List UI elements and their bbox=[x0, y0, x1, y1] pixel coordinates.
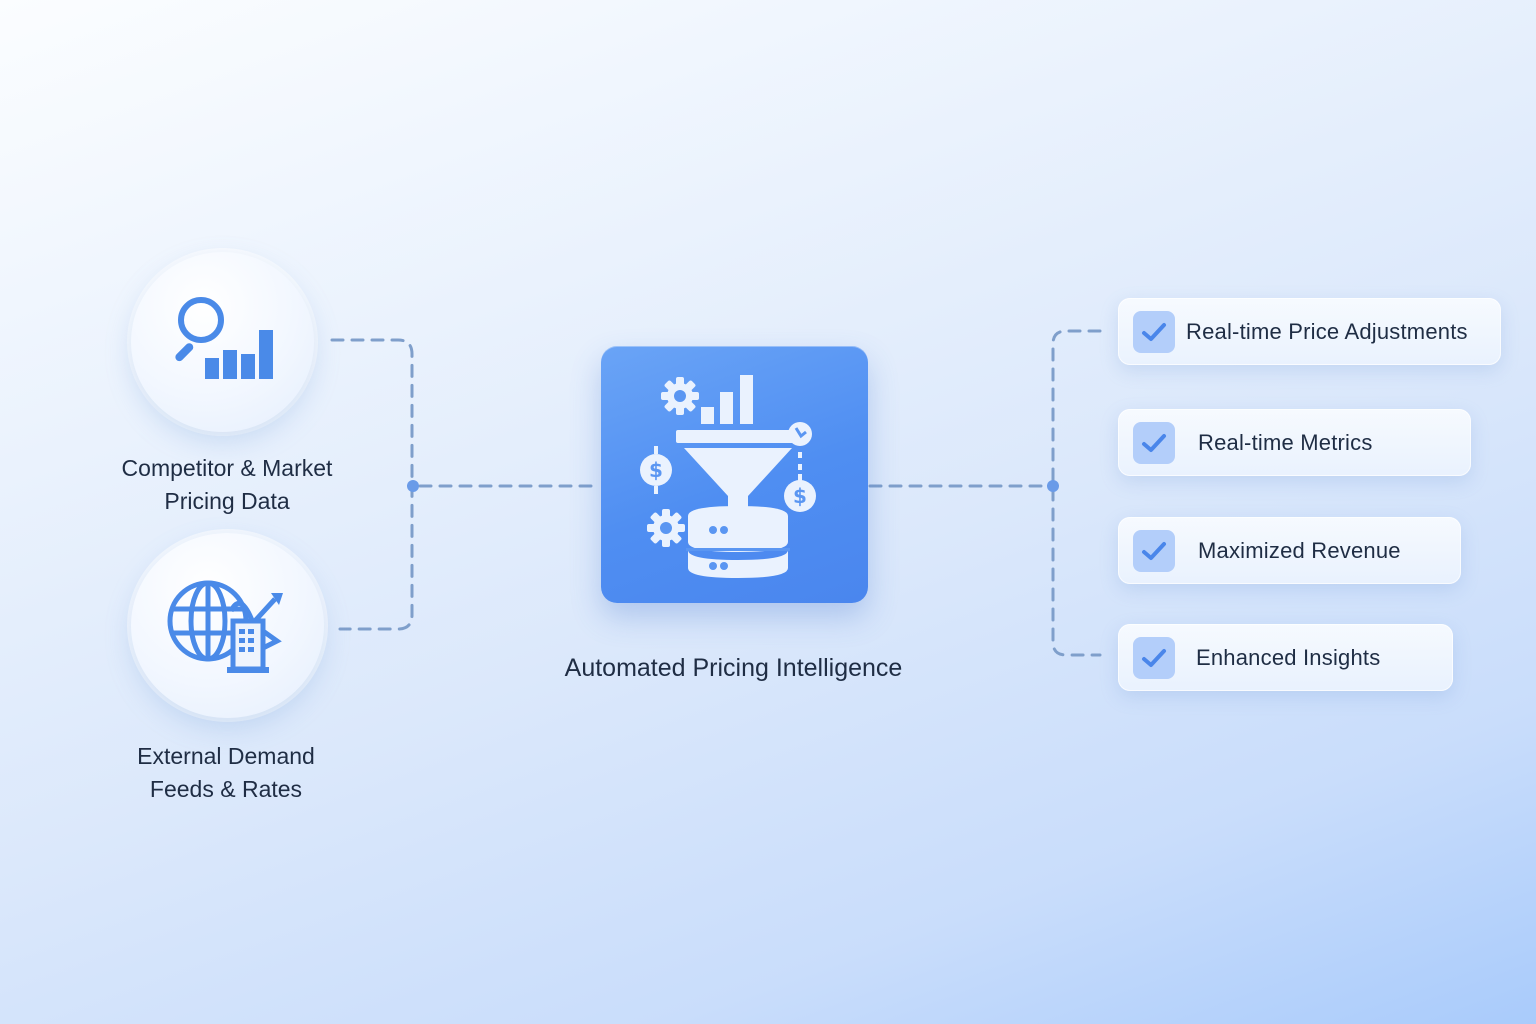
funnel-database-icon: $ $ bbox=[639, 374, 816, 578]
outcome-label: Enhanced Insights bbox=[1196, 644, 1381, 670]
source-label-line: External Demand bbox=[137, 743, 315, 769]
source-external-demand bbox=[131, 533, 324, 718]
gear-icon bbox=[646, 508, 685, 547]
magnifier-bar-chart-icon bbox=[174, 297, 273, 379]
source-label-line: Pricing Data bbox=[164, 488, 290, 514]
checkmark-icon bbox=[1133, 310, 1175, 353]
source-label-line: Competitor & Market bbox=[121, 455, 333, 481]
svg-text:$: $ bbox=[793, 484, 807, 508]
source-label-line: Feeds & Rates bbox=[149, 776, 303, 802]
source-competitor-market bbox=[131, 252, 314, 432]
hub-label: Automated Pricing Intelligence bbox=[564, 654, 903, 682]
left-junction-dot bbox=[407, 480, 419, 492]
outcome-label: Real-time Price Adjustments bbox=[1186, 318, 1468, 344]
outcome-real-time-price-adjustments: Real-time Price Adjustments bbox=[1118, 298, 1501, 365]
source-label-competitor-market: Competitor & Market Pricing Data bbox=[77, 452, 377, 518]
outcome-label: Real-time Metrics bbox=[1198, 429, 1373, 455]
svg-text:$: $ bbox=[649, 458, 663, 482]
outcome-enhanced-insights: Enhanced Insights bbox=[1118, 624, 1453, 691]
outcome-maximized-revenue: Maximized Revenue bbox=[1118, 517, 1461, 584]
gear-icon bbox=[660, 376, 699, 415]
source-label-external-demand: External Demand Feeds & Rates bbox=[76, 740, 376, 806]
checkmark-icon bbox=[1133, 421, 1175, 464]
hub-automated-pricing: $ $ bbox=[601, 346, 868, 603]
checkmark-icon bbox=[1133, 636, 1175, 679]
checkmark-icon bbox=[1133, 529, 1175, 572]
right-junction-dot bbox=[1047, 480, 1059, 492]
outcome-label: Maximized Revenue bbox=[1198, 537, 1401, 563]
outcome-real-time-metrics: Real-time Metrics bbox=[1118, 409, 1471, 476]
globe-building-trend-icon bbox=[167, 580, 283, 673]
